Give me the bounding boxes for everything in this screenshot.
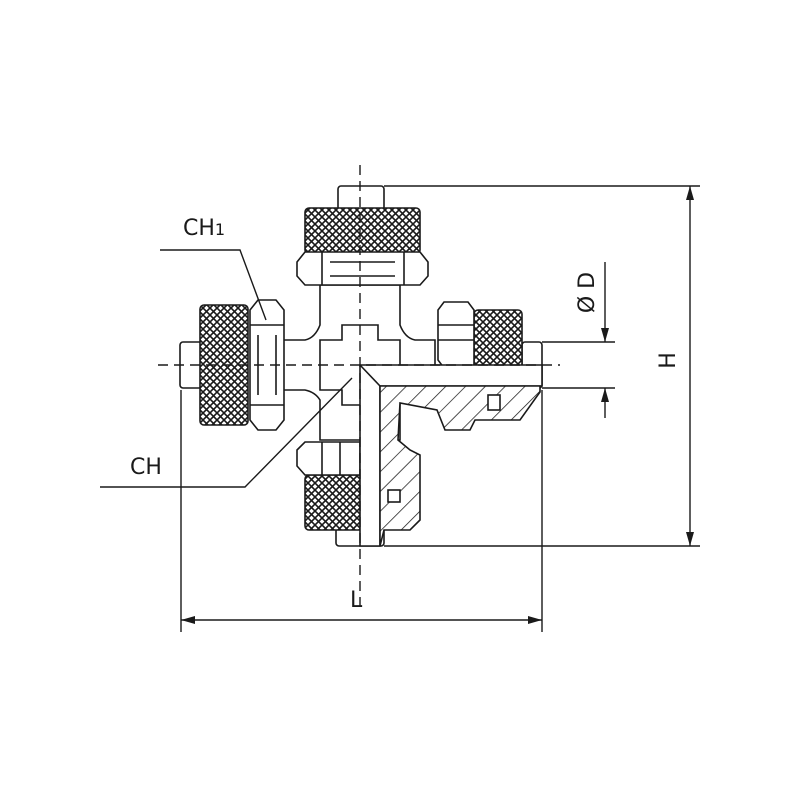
- diameter-label: Ø D: [575, 271, 601, 314]
- arrowheads: [181, 186, 694, 624]
- ch1-label: CH1: [183, 216, 225, 241]
- left-connector: [179, 299, 285, 431]
- ch1-main: CH: [183, 216, 215, 241]
- ch-label: CH: [130, 455, 162, 480]
- ch1-subscript: 1: [214, 220, 226, 239]
- dimension-lines: [100, 165, 700, 632]
- fitting-body: [282, 284, 436, 441]
- top-connector: [296, 185, 429, 286]
- height-label: H: [655, 352, 681, 369]
- length-label: L: [350, 588, 363, 613]
- section-view: [359, 364, 543, 547]
